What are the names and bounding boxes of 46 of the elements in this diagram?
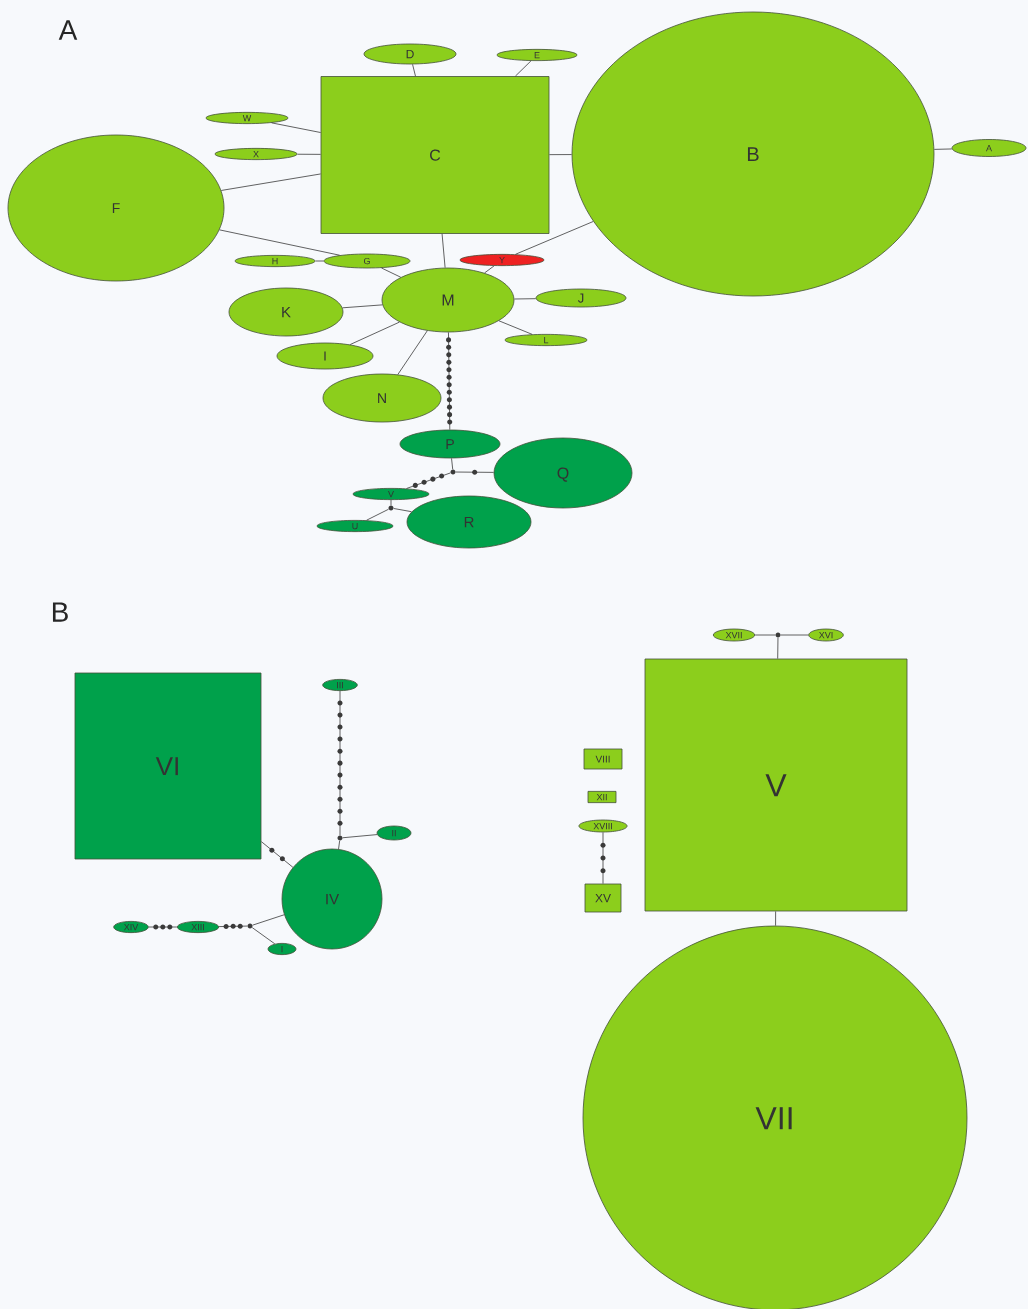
connector-line (451, 458, 454, 470)
connector-line (342, 304, 383, 309)
connector-line (220, 173, 321, 191)
connector-line (549, 154, 572, 156)
connector-line (342, 834, 378, 839)
connector-line (349, 321, 400, 345)
connector-line (455, 471, 494, 473)
haplotype-box: VI (74, 672, 262, 860)
connector-line (777, 637, 779, 659)
connector-line (339, 690, 341, 836)
connector-line (602, 832, 604, 884)
connector-line (412, 64, 416, 77)
connector-line (315, 260, 324, 262)
haplotype-box: VIII (583, 748, 623, 770)
connector-line (338, 840, 341, 850)
connector-line (515, 221, 594, 255)
connector-line (296, 153, 321, 155)
haplotype-box: V (644, 658, 908, 912)
connector-line (513, 298, 537, 300)
connector-line (397, 330, 428, 375)
connector-line (219, 229, 341, 256)
haplotype-box: XII (587, 791, 617, 804)
connector-line (754, 634, 776, 636)
connector-line (498, 320, 533, 335)
connector-line (780, 634, 809, 636)
connector-line (406, 472, 451, 489)
connector-line (251, 927, 276, 945)
connector-line (218, 925, 248, 927)
haplotype-box: C (320, 76, 550, 234)
connector-line (271, 122, 321, 133)
connector-line (381, 267, 402, 278)
connector-line (775, 911, 777, 926)
connector-line (261, 841, 294, 868)
connector-line (148, 926, 178, 928)
connector-line (393, 508, 412, 513)
connector-line (515, 60, 532, 77)
connector-line (933, 148, 953, 150)
haplotype-box: XV (584, 883, 622, 913)
connector-line (441, 233, 446, 269)
connector-line (252, 914, 285, 926)
connector-line (366, 508, 389, 521)
connector-line (390, 499, 392, 506)
panel-label: A (58, 20, 78, 40)
connector-line (448, 332, 451, 430)
panel-label: B (52, 602, 68, 622)
connector-line (484, 265, 495, 274)
